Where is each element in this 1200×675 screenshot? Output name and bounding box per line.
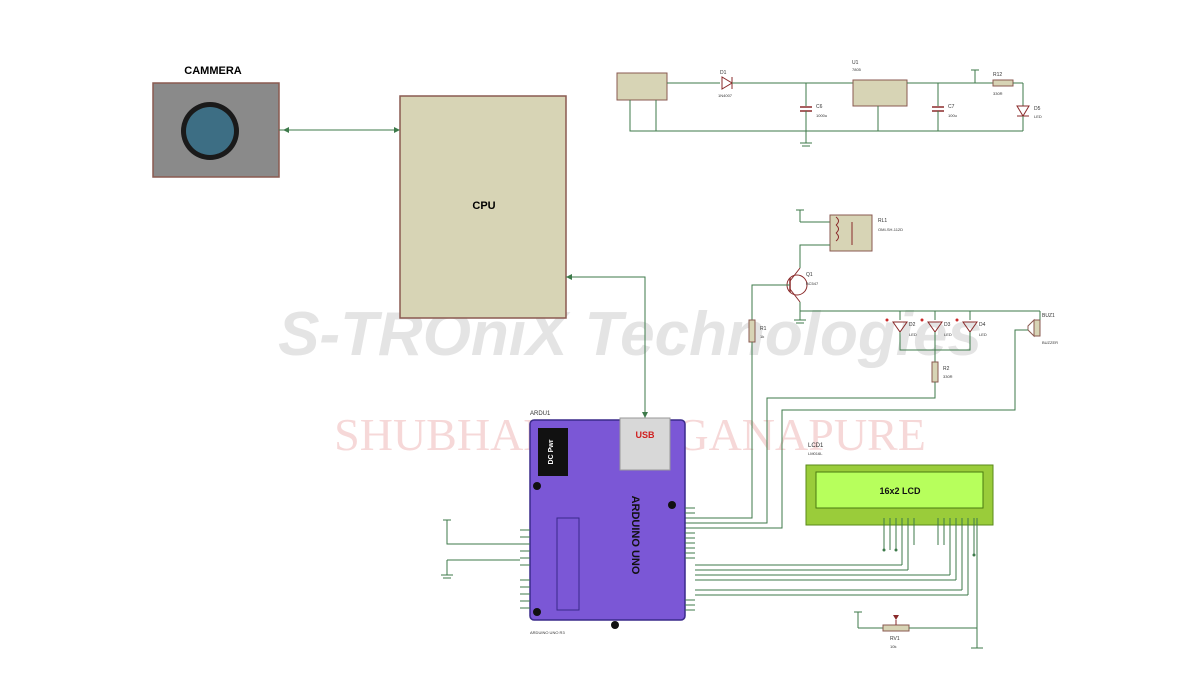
camera-title: CAMMERA xyxy=(184,65,241,77)
lcd-text: 16x2 LCD xyxy=(879,486,921,496)
diode-d1-icon xyxy=(721,76,733,90)
arduino-usb-label: USB xyxy=(635,430,655,440)
arduino-name: ARDUINO UNO xyxy=(629,496,641,575)
arduino-ref: ARDU1 xyxy=(530,411,551,417)
led-d5-val: LED xyxy=(1034,114,1042,119)
wire-cpu-usb xyxy=(566,276,646,418)
arduino-dc-label: DC Pwr xyxy=(548,439,555,464)
cap-c6-val: 1000u xyxy=(816,113,827,118)
lcd-screen xyxy=(815,471,984,509)
resistor-r1-ref: R1 xyxy=(760,326,767,332)
resistor-r2 xyxy=(931,361,939,383)
potentiometer-val: 10k xyxy=(890,644,896,649)
relay-rl1 xyxy=(829,214,873,252)
arduino-usb-port xyxy=(619,417,671,471)
cpu-block xyxy=(399,95,567,319)
lcd-module: LCD1 LM016L 16x2 LCD xyxy=(695,443,994,649)
led-d3-ref: D3 xyxy=(944,322,951,328)
diode-d1-ref: D1 xyxy=(720,70,727,76)
arduino-dc-jack xyxy=(538,428,568,476)
cap-c7-ref: C7 xyxy=(948,104,955,110)
arrow-camera-in xyxy=(283,127,289,133)
resistor-r12-ref: R12 xyxy=(993,72,1002,78)
led-d5-ref: D5 xyxy=(1034,106,1041,112)
led-d5-icon xyxy=(1016,105,1030,117)
regulator-u1-val: 7805 xyxy=(852,67,862,72)
camera-lens-inner xyxy=(186,107,234,155)
led-d4-val: LED xyxy=(979,332,987,337)
watermark-line1: S-TROniX Technologies xyxy=(278,300,982,369)
cpu-label: CPU xyxy=(472,200,495,212)
lcd-ref: LCD1 xyxy=(808,443,824,449)
cap-c7-val: 100u xyxy=(948,113,957,118)
lcd-subref: LM016L xyxy=(808,451,823,456)
relay-coil-icon xyxy=(835,216,839,242)
led-d4-icon xyxy=(962,321,978,333)
arrow-cpu-usb-1 xyxy=(566,274,572,280)
relay-ref: RL1 xyxy=(878,218,887,224)
buzzer-val: BUZZER xyxy=(1042,340,1058,345)
potentiometer-ref: RV1 xyxy=(890,636,900,642)
led-d2-ref: D2 xyxy=(909,322,916,328)
resistor-r2-ref: R2 xyxy=(943,366,950,372)
led-d4-ref: D4 xyxy=(979,322,986,328)
potentiometer-rv1 xyxy=(882,624,910,632)
resistor-r2-val: 330R xyxy=(943,374,953,379)
arrow-cpu-in xyxy=(394,127,400,133)
power-supply-section: D1 1N4007 C6 1000u U1 7805 C7 100u R12 3… xyxy=(616,60,1042,147)
resistor-r1-val: 1k xyxy=(760,334,764,339)
resistor-r12-val: 330R xyxy=(993,91,1003,96)
resistor-r1 xyxy=(748,319,756,343)
led-d2-val: LED xyxy=(909,332,917,337)
relay-val: OMI-SH-112D xyxy=(878,227,903,232)
transistor-val: BC547 xyxy=(806,281,819,286)
indicator-section: D2 D3 D4 LED LED LED R2 330R BUZ1 BUZZER xyxy=(685,310,1058,529)
buzzer-ref: BUZ1 xyxy=(1042,313,1055,319)
cap-c6-ref: C6 xyxy=(816,104,823,110)
buzzer-icon xyxy=(1027,318,1035,338)
arrow-cpu-usb-2 xyxy=(642,412,648,418)
arduino-part-code: ARDUINO UNO R3 xyxy=(530,630,565,635)
led-d2-icon xyxy=(892,321,908,333)
led-d3-icon xyxy=(927,321,943,333)
diode-d1-val: 1N4007 xyxy=(718,93,733,98)
relay-section: RL1 OMI-SH-112D Q1 BC547 R1 1k xyxy=(685,209,903,519)
resistor-r12 xyxy=(992,79,1014,87)
regulator-u1 xyxy=(852,79,908,107)
ps-transformer xyxy=(616,72,668,101)
led-d3-val: LED xyxy=(944,332,952,337)
arduino-chip xyxy=(556,517,580,611)
buzzer-body xyxy=(1033,319,1041,337)
arduino-board: ARDU1 DC Pwr USB ARDUINO UNO ARDUINO UNO… xyxy=(441,411,695,635)
regulator-u1-ref: U1 xyxy=(852,60,859,66)
transistor-ref: Q1 xyxy=(806,272,813,278)
potentiometer-section: RV1 10k xyxy=(854,611,977,649)
